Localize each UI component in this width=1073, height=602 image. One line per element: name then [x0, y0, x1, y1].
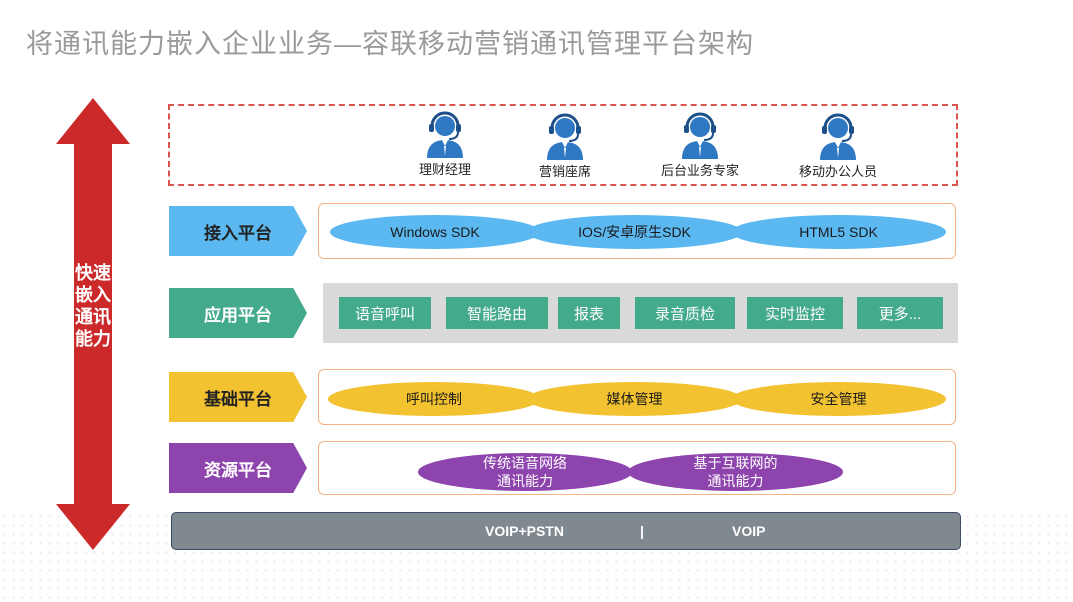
headset-agent-icon [547, 113, 583, 160]
tab-base-platform: 基础平台 [169, 372, 307, 422]
person-financial-manager: 理财经理 [390, 110, 500, 178]
tab-application-platform: 应用平台 [169, 288, 307, 338]
person-mobile-office: 移动办公人员 [783, 112, 893, 180]
users-group-box [168, 104, 958, 186]
person-marketing-agent: 营销座席 [510, 112, 620, 180]
tab-access-platform: 接入平台 [169, 206, 307, 256]
app-recording-qa: 录音质检 [635, 297, 735, 329]
headset-agent-icon [427, 111, 463, 158]
base-call-control: 呼叫控制 [328, 382, 540, 416]
sdk-html5: HTML5 SDK [731, 215, 946, 249]
app-reports: 报表 [558, 297, 620, 329]
headset-agent-icon [820, 113, 856, 160]
side-arrow-label: 快速 嵌入 通讯 能力 [75, 263, 111, 349]
resource-internet-comm: 基于互联网的 通讯能力 [628, 453, 843, 491]
base-media-management: 媒体管理 [527, 382, 742, 416]
headset-agent-icon [682, 112, 718, 159]
network-voip-pstn: VOIP+PSTN [485, 523, 564, 539]
double-arrow-icon [56, 98, 130, 550]
page-title: 将通讯能力嵌入企业业务—容联移动营销通讯管理平台架构 [26, 29, 754, 59]
sdk-windows: Windows SDK [330, 215, 540, 249]
person-backend-expert: 后台业务专家 [645, 111, 755, 179]
tab-resource-platform: 资源平台 [169, 443, 307, 493]
sdk-ios-android: IOS/安卓原生SDK [527, 215, 742, 249]
resource-traditional-voice: 传统语音网络 通讯能力 [418, 453, 632, 491]
base-security-management: 安全管理 [731, 382, 946, 416]
app-smart-routing: 智能路由 [446, 297, 548, 329]
app-voice-call: 语音呼叫 [339, 297, 431, 329]
app-realtime-monitor: 实时监控 [747, 297, 843, 329]
network-voip: VOIP [732, 523, 766, 539]
network-separator: | [640, 523, 644, 539]
network-bar: VOIP+PSTN | VOIP [171, 512, 961, 550]
app-more: 更多... [857, 297, 943, 329]
